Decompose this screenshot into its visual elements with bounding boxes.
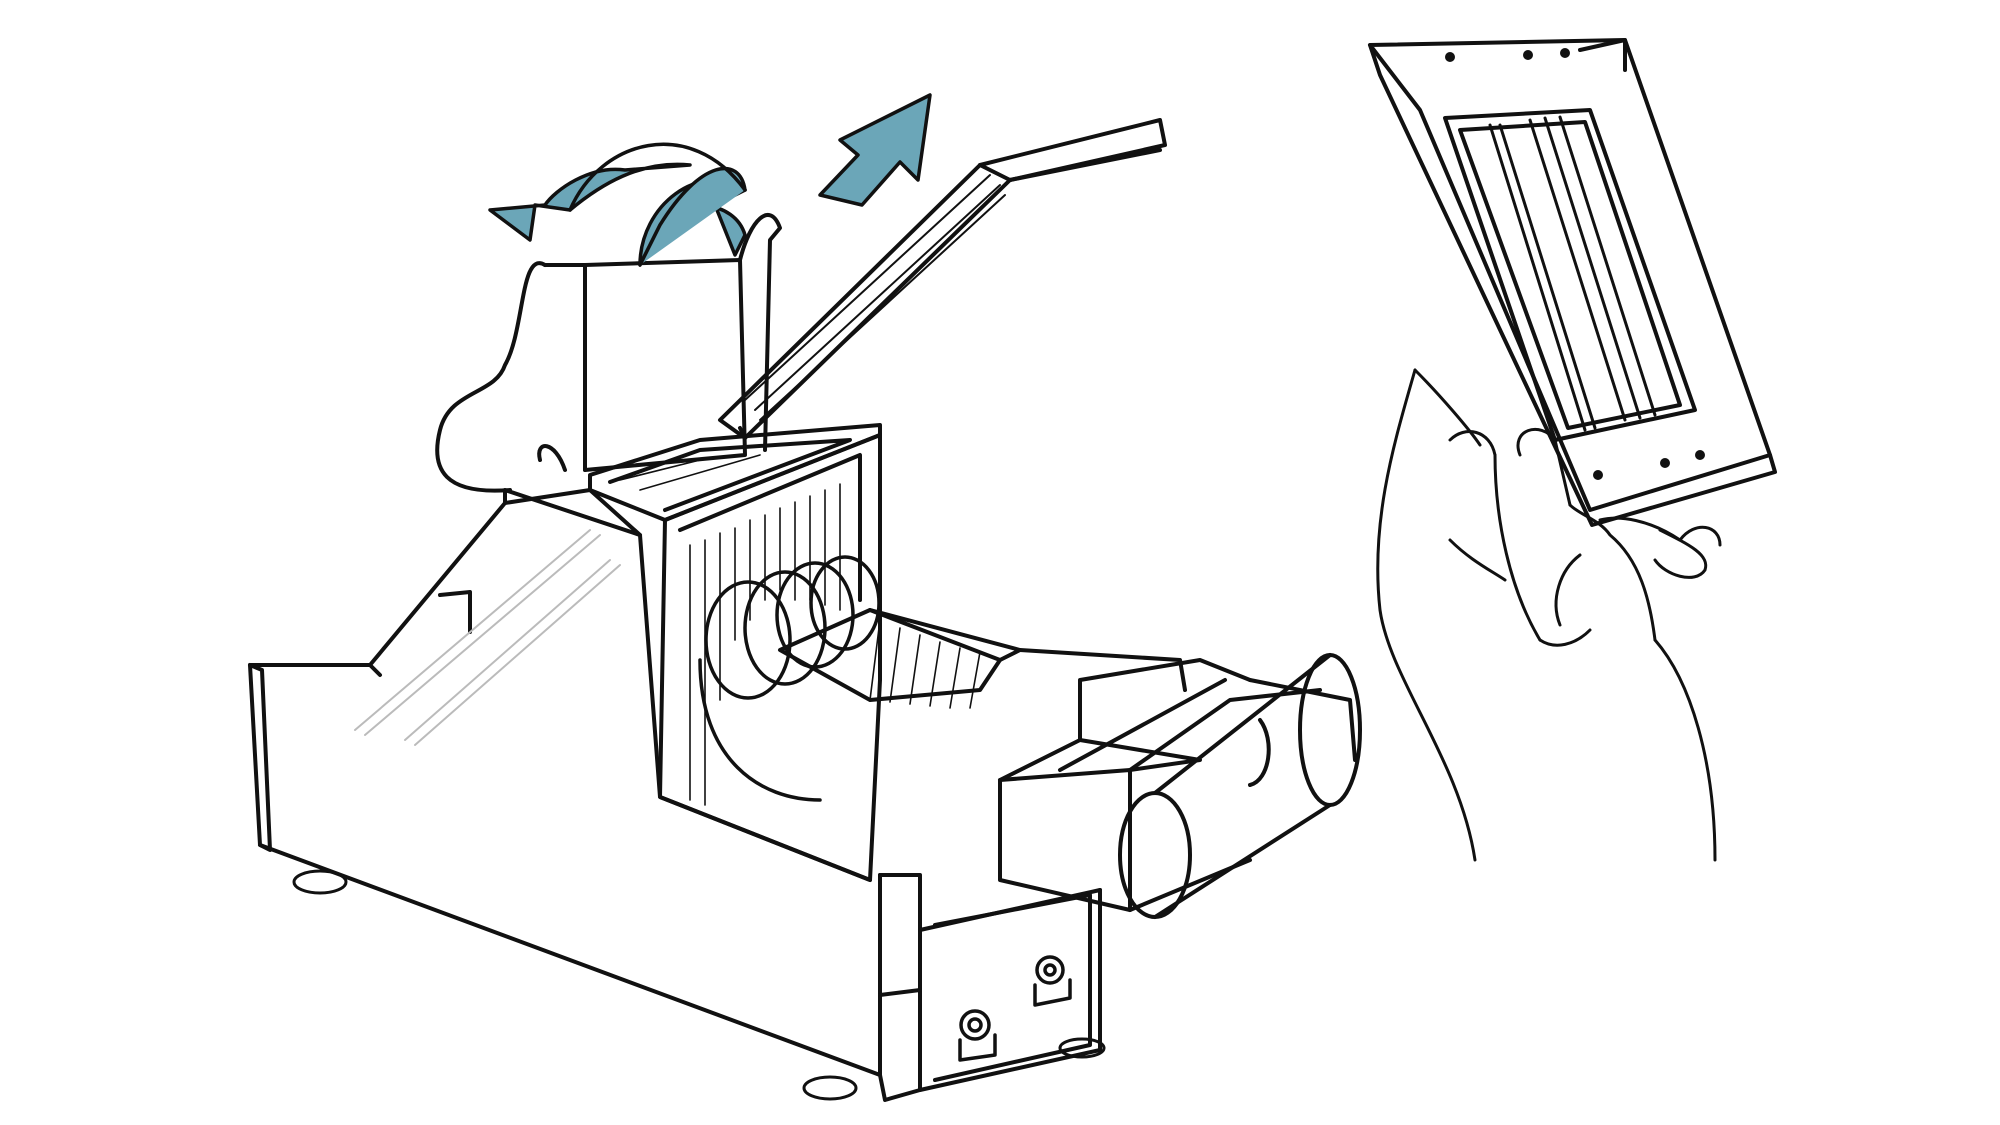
machine-feet xyxy=(292,869,1106,1101)
lift-arrow-icon xyxy=(818,93,932,207)
feed-tray xyxy=(778,608,1187,709)
clamp-knob-right xyxy=(1033,955,1072,1007)
clamp-panel xyxy=(878,888,1102,1092)
tilted-frame xyxy=(718,118,1167,440)
slicer-machine xyxy=(248,118,1362,1102)
blade-frame-detail xyxy=(1368,38,1777,527)
blade-discs xyxy=(698,555,881,802)
rotate-arrow-icon xyxy=(488,142,747,267)
main-housing xyxy=(248,488,922,1102)
roller-assembly xyxy=(998,653,1362,919)
feed-chute xyxy=(588,423,882,882)
clamp-knob-left xyxy=(958,1009,997,1062)
hand-detail xyxy=(1376,368,1722,862)
